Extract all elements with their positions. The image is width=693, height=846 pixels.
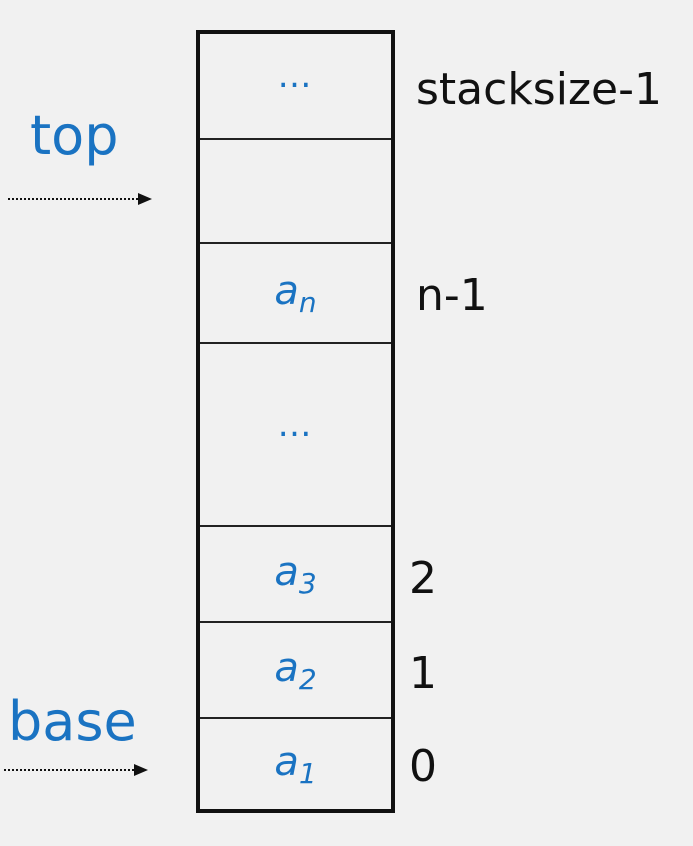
stack-cell-a1: a1 (200, 719, 391, 809)
index-label-1: 1 (409, 648, 437, 699)
element-label: a3 (274, 548, 317, 600)
stack-cell-middle-ellipsis: … (200, 344, 391, 527)
stack-array: … an … a3 a2 a1 (196, 30, 395, 813)
element-label: a2 (274, 644, 317, 696)
element-label: an (274, 267, 317, 319)
stack-cell-a2: a2 (200, 623, 391, 719)
element-label: a1 (274, 738, 317, 790)
index-label-stacksize-1: stacksize-1 (416, 64, 662, 115)
stack-cell-an: an (200, 244, 391, 344)
stack-cell-a3: a3 (200, 527, 391, 623)
base-pointer-arrow (4, 764, 148, 776)
stack-cell-top-ellipsis: … (200, 34, 391, 140)
stack-cell-empty (200, 140, 391, 244)
index-label-0: 0 (409, 741, 437, 792)
top-pointer-arrow (8, 193, 152, 205)
base-pointer-label: base (8, 690, 137, 753)
top-pointer-label: top (30, 104, 119, 167)
index-label-2: 2 (409, 553, 437, 604)
index-label-n-1: n-1 (416, 270, 488, 321)
ellipsis-glyph: … (277, 56, 314, 96)
ellipsis-glyph: … (277, 404, 314, 445)
